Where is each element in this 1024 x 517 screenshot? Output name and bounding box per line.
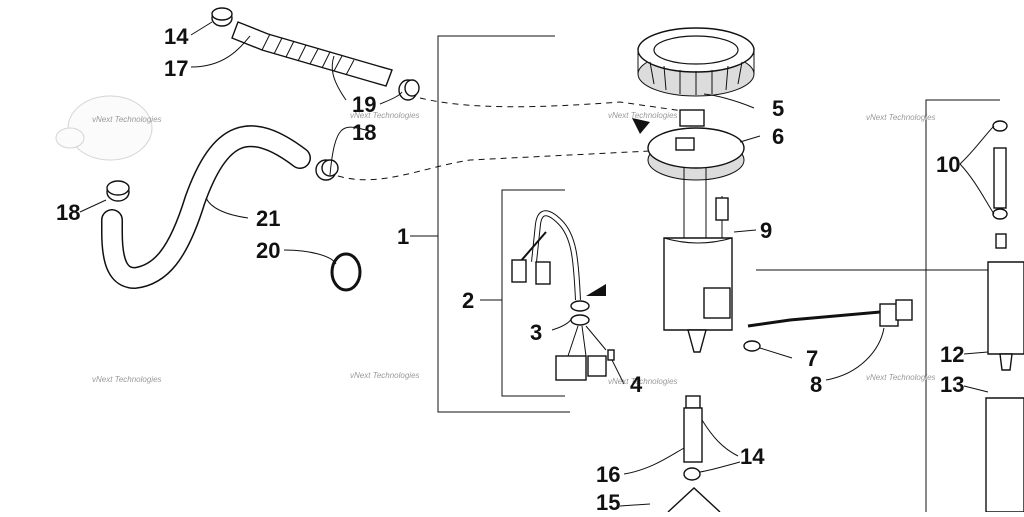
retaining-ring-part — [330, 252, 362, 292]
callout-label: 18 — [352, 120, 376, 145]
hose-clamp-part — [211, 7, 233, 27]
callout-label: 15 — [596, 490, 620, 512]
lock-ring-part — [637, 27, 755, 97]
wiring-harness-part — [511, 210, 615, 381]
watermark-text: vNext Technologies — [350, 371, 420, 380]
callout-label: 4 — [630, 372, 643, 397]
callout-label: 3 — [530, 320, 542, 345]
callout-label: 14 — [164, 24, 189, 49]
watermark-text: vNext Technologies — [608, 377, 678, 386]
callout-label: 7 — [806, 346, 818, 371]
hose-clamp-part — [398, 79, 420, 101]
pump-flange-part — [647, 109, 745, 181]
watermark-layer: vNext Technologies vNext Technologies vN… — [92, 111, 936, 386]
callout-label: 21 — [256, 206, 280, 231]
callout-label: 16 — [596, 462, 620, 487]
watermark-text: vNext Technologies — [350, 111, 420, 120]
arrow-marker-icon — [586, 284, 606, 296]
callout-label: 17 — [164, 56, 188, 81]
callout-label: 2 — [462, 288, 474, 313]
callout-label: 1 — [397, 224, 409, 249]
watermark-text: vNext Technologies — [866, 373, 936, 382]
callout-label: 5 — [772, 96, 784, 121]
callout-label: 14 — [740, 444, 765, 469]
callout-label: 10 — [936, 152, 960, 177]
arrow-marker-icon — [632, 118, 650, 134]
watermark-text: vNext Technologies — [92, 115, 162, 124]
sender-harness-part — [743, 299, 913, 352]
fuel-filter-ghost — [55, 95, 153, 161]
hose-clamp-part — [106, 180, 130, 202]
callout-label: 20 — [256, 238, 280, 263]
watermark-text: vNext Technologies — [866, 113, 936, 122]
corrugated-hose-part — [231, 21, 393, 87]
callout-label: 8 — [810, 372, 822, 397]
callout-label: 18 — [56, 200, 80, 225]
watermark-text: vNext Technologies — [608, 111, 678, 120]
callout-layer: 14 17 19 18 18 21 20 1 2 3 4 5 6 9 7 8 1… — [56, 24, 964, 515]
filter-sleeve-part — [667, 395, 721, 513]
pump-body-part — [663, 168, 733, 353]
watermark-text: vNext Technologies — [92, 375, 162, 384]
hose-clamp-part — [315, 159, 339, 181]
fuel-hose-part — [101, 125, 311, 290]
callout-label: 12 — [940, 342, 964, 367]
callout-label: 9 — [760, 218, 772, 243]
callout-label: 19 — [352, 92, 376, 117]
pump-cartridge-part — [985, 120, 1024, 513]
callout-label: 13 — [940, 372, 964, 397]
callout-label: 6 — [772, 124, 784, 149]
